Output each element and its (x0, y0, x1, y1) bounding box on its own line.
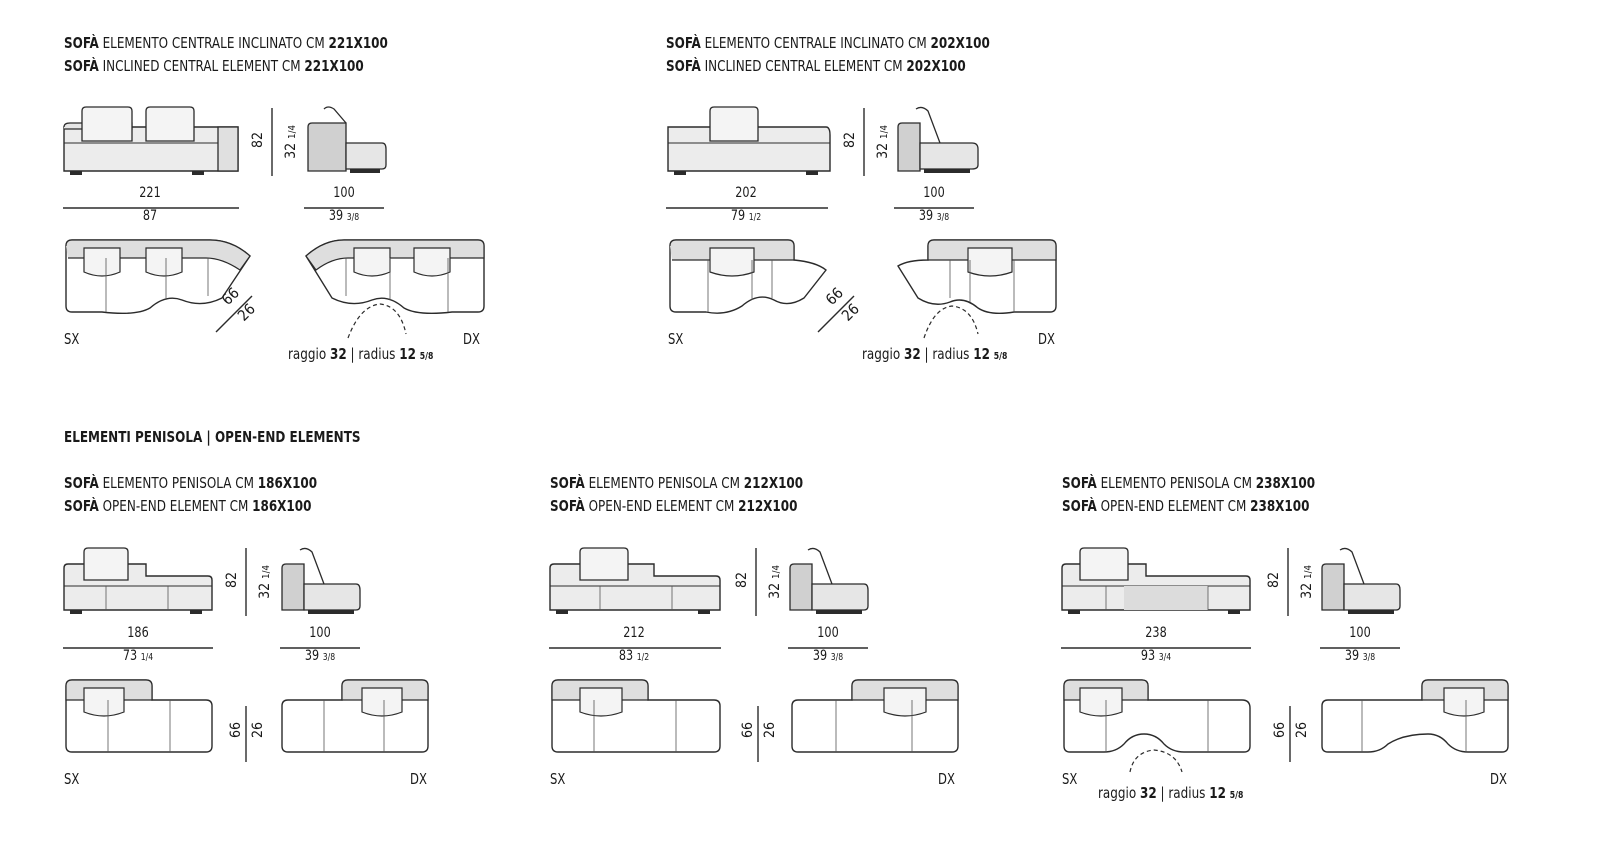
inclined221-plan-sx (65, 239, 253, 333)
inclined221-width-line (63, 207, 239, 209)
open238-side-view (1321, 547, 1401, 614)
open238-depth-cm: 100 (1349, 625, 1371, 641)
open238-label-sx: SX (1062, 770, 1078, 788)
block-inclined221-title-en: SOFÀ INCLINED CENTRAL ELEMENT CM 221X100 (64, 57, 364, 75)
inclined202-side-view (897, 106, 979, 173)
open238-width-in: 93 3/4 (1140, 648, 1172, 664)
open212-depth-cm: 100 (817, 625, 839, 641)
open212-label-dx: DX (938, 770, 955, 788)
open186-height-line (245, 548, 247, 616)
inclined221-front-view (63, 106, 239, 175)
open186-plan-sx (65, 679, 213, 753)
open238-plan-depth-cm: 66 (1272, 721, 1289, 739)
open212-width-in: 83 1/2 (618, 648, 650, 664)
inclined221-side-view (307, 106, 387, 173)
inclined202-depth-line (894, 207, 974, 209)
inclined221-height-in: 32 1/4 (282, 125, 299, 159)
open238-height-cm: 82 (1266, 571, 1283, 589)
inclined202-depth-cm: 100 (923, 185, 945, 201)
open186-label-sx: SX (64, 770, 80, 788)
open212-width-cm: 212 (623, 625, 645, 641)
open212-front-view (549, 547, 721, 614)
inclined202-front-view (667, 106, 831, 175)
open212-width-line (549, 647, 721, 649)
open186-side-view (281, 547, 361, 614)
open186-height-cm: 82 (224, 571, 241, 589)
inclined202-height-in: 32 1/4 (874, 125, 891, 159)
block-inclined202-title-en: SOFÀ INCLINED CENTRAL ELEMENT CM 202X100 (666, 57, 966, 75)
open238-label-dx: DX (1490, 770, 1507, 788)
open212-label-sx: SX (550, 770, 566, 788)
inclined221-label-sx: SX (64, 330, 80, 348)
open238-depth-in: 39 3/8 (1344, 648, 1376, 664)
open212-side-view (789, 547, 869, 614)
inclined221-radius: raggio 32 | radius 12 5/8 (288, 345, 434, 363)
open186-width-in: 73 1/4 (122, 648, 154, 664)
inclined202-width-in: 79 1/2 (730, 208, 762, 224)
inclined221-depth-line (304, 207, 384, 209)
open212-plan-depth-in: 26 (762, 721, 779, 739)
inclined221-depth-cm: 100 (333, 185, 355, 201)
open238-front-view (1061, 547, 1251, 614)
open238-plan-dx (1321, 679, 1509, 753)
inclined202-label-sx: SX (668, 330, 684, 348)
open212-plan-sx (551, 679, 721, 753)
inclined202-height-line (863, 108, 865, 176)
open212-depth-in: 39 3/8 (812, 648, 844, 664)
open186-depth-cm: 100 (309, 625, 331, 641)
inclined202-label-dx: DX (1038, 330, 1055, 348)
open186-plan-depth-line (245, 706, 247, 762)
inclined221-depth-in: 39 3/8 (328, 208, 360, 224)
block-inclined221-title-it: SOFÀ ELEMENTO CENTRALE INCLINATO CM 221X… (64, 34, 388, 52)
section-title-open-end: ELEMENTI PENISOLA | OPEN-END ELEMENTS (64, 428, 361, 446)
open238-plan-depth-line (1289, 706, 1291, 762)
open238-width-line (1061, 647, 1251, 649)
block-open238-title-en: SOFÀ OPEN-END ELEMENT CM 238X100 (1062, 497, 1310, 515)
open186-front-view (63, 547, 213, 614)
block-open238-title-it: SOFÀ ELEMENTO PENISOLA CM 238X100 (1062, 474, 1316, 492)
open212-height-in: 32 1/4 (766, 565, 783, 599)
open212-height-line (755, 548, 757, 616)
inclined221-width-cm: 221 (139, 185, 161, 201)
block-open186-title-en: SOFÀ OPEN-END ELEMENT CM 186X100 (64, 497, 312, 515)
open186-height-in: 32 1/4 (256, 565, 273, 599)
inclined202-depth-in: 39 3/8 (918, 208, 950, 224)
block-inclined202-title-it: SOFÀ ELEMENTO CENTRALE INCLINATO CM 202X… (666, 34, 990, 52)
open186-plan-depth-cm: 66 (228, 721, 245, 739)
inclined202-plan-dx (897, 239, 1057, 339)
open186-depth-line (280, 647, 360, 649)
open186-label-dx: DX (410, 770, 427, 788)
inclined221-height-line (271, 108, 273, 176)
open238-width-cm: 238 (1145, 625, 1167, 641)
block-open212-title-en: SOFÀ OPEN-END ELEMENT CM 212X100 (550, 497, 798, 515)
open186-plan-dx (281, 679, 429, 753)
block-open212-title-it: SOFÀ ELEMENTO PENISOLA CM 212X100 (550, 474, 804, 492)
inclined202-height-cm: 82 (842, 131, 859, 149)
inclined221-width-in: 87 (142, 208, 158, 224)
inclined221-plan-dx (305, 239, 485, 339)
open238-plan-sx (1063, 679, 1251, 773)
inclined202-plan-sx (669, 239, 855, 333)
inclined202-radius: raggio 32 | radius 12 5/8 (862, 345, 1008, 363)
open212-depth-line (788, 647, 868, 649)
open212-plan-dx (791, 679, 959, 753)
open238-radius: raggio 32 | radius 12 5/8 (1098, 784, 1244, 802)
open186-plan-depth-in: 26 (250, 721, 267, 739)
open212-plan-depth-cm: 66 (740, 721, 757, 739)
open212-height-cm: 82 (734, 571, 751, 589)
open238-height-in: 32 1/4 (1298, 565, 1315, 599)
open238-height-line (1287, 548, 1289, 616)
inclined202-width-line (666, 207, 828, 209)
open212-plan-depth-line (757, 706, 759, 762)
block-open186-title-it: SOFÀ ELEMENTO PENISOLA CM 186X100 (64, 474, 318, 492)
inclined221-label-dx: DX (463, 330, 480, 348)
open186-depth-in: 39 3/8 (304, 648, 336, 664)
open186-width-cm: 186 (127, 625, 149, 641)
open186-width-line (63, 647, 213, 649)
inclined221-height-cm: 82 (250, 131, 267, 149)
inclined202-width-cm: 202 (735, 185, 757, 201)
open238-depth-line (1320, 647, 1400, 649)
open238-plan-depth-in: 26 (1294, 721, 1311, 739)
